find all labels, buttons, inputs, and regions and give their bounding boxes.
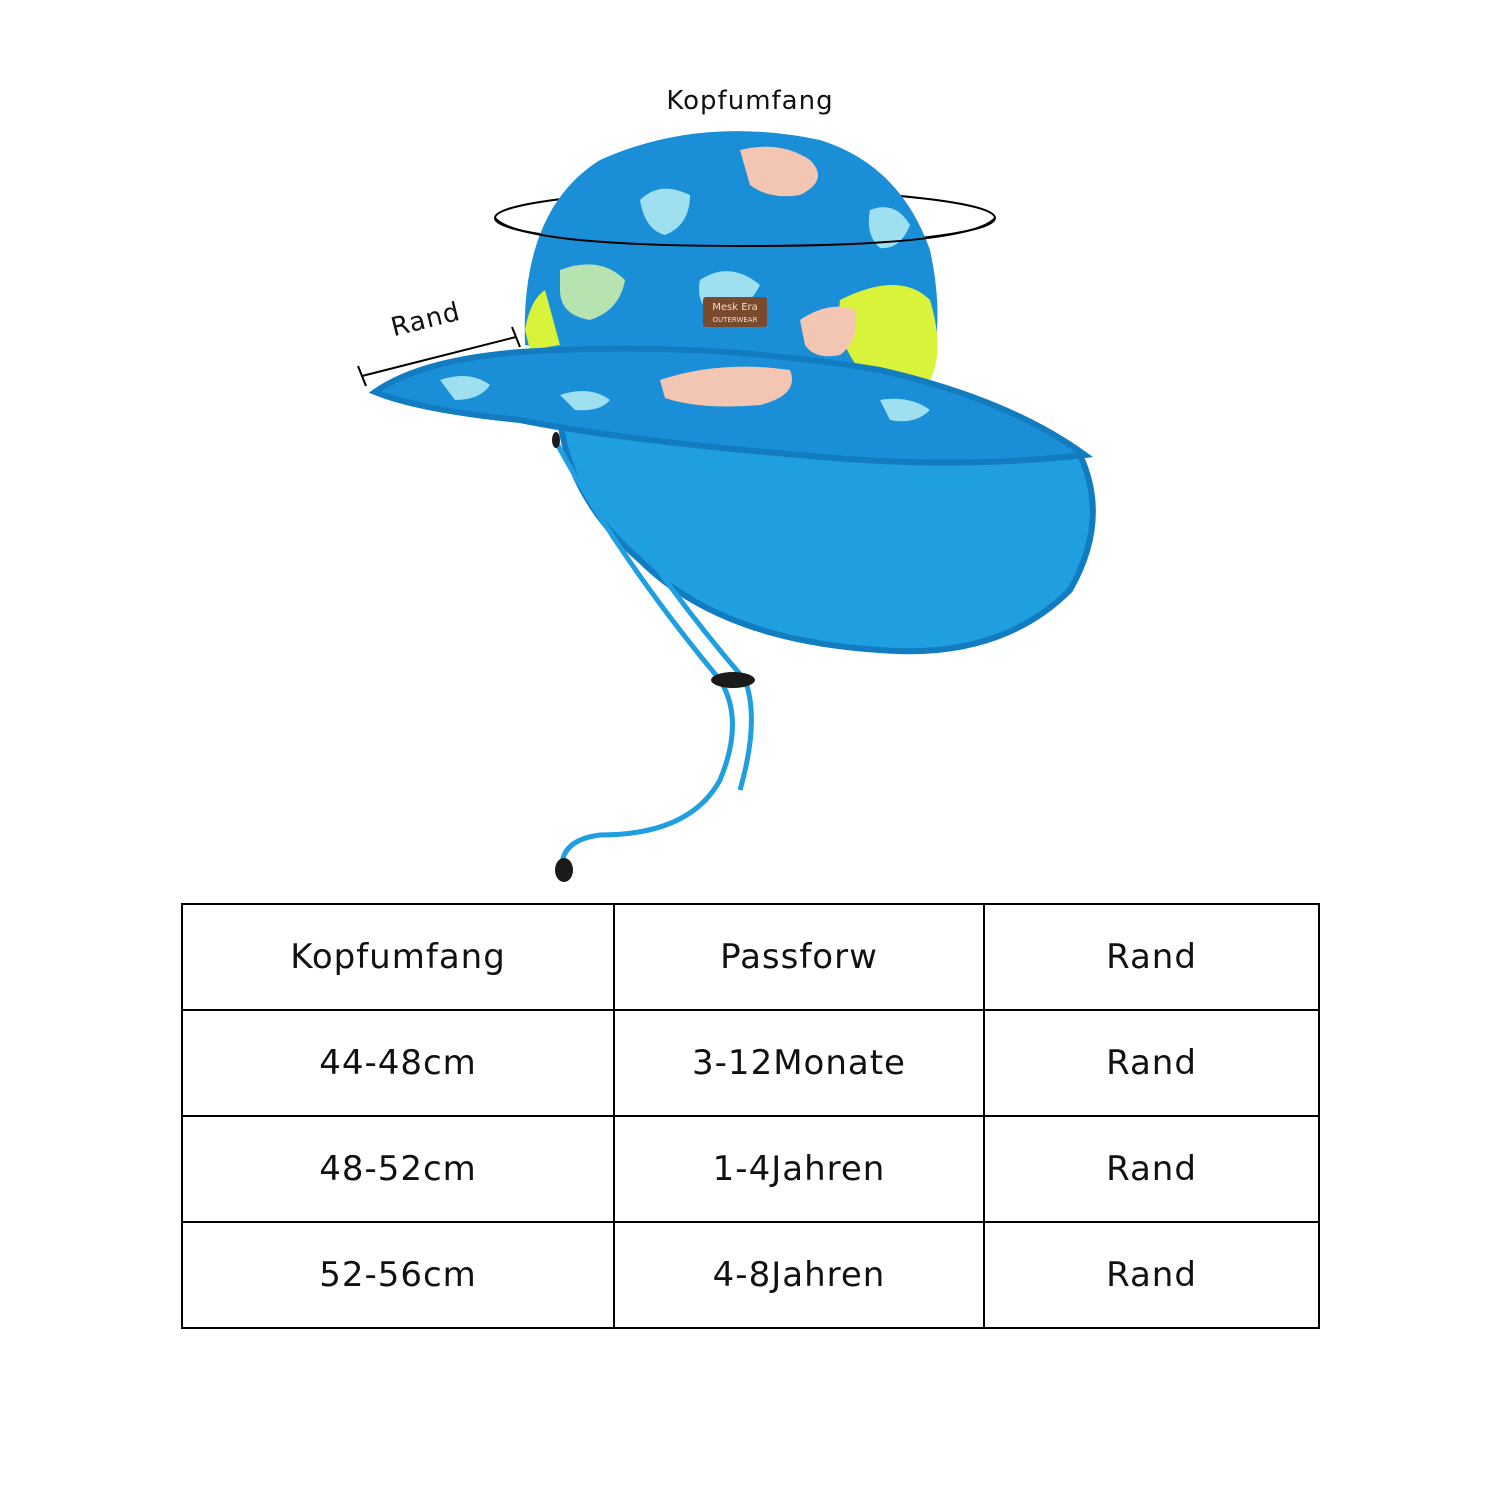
dino-print (560, 264, 625, 320)
size-chart-table: Kopfumfang Passforw Rand 44-48cm 3-12Mon… (181, 903, 1320, 1329)
table-cell: Rand (983, 1009, 1320, 1117)
table-header-row: Kopfumfang Passforw Rand (181, 903, 1320, 1011)
head-circumference-ring-front (494, 217, 996, 248)
strap-toggle (711, 672, 755, 688)
mesh-panel-left (525, 290, 560, 350)
table-cell: Rand (983, 1115, 1320, 1223)
product-illustration: Mesk Era OUTERWEAR Kopfumfang Rand (357, 86, 1096, 882)
table-header-cell: Rand (983, 903, 1320, 1011)
badge-text-line2: OUTERWEAR (713, 316, 758, 324)
brim-measure-tick (357, 365, 367, 387)
table-header-cell: Kopfumfang (181, 903, 615, 1011)
leaf-print (440, 376, 490, 400)
brand-badge (703, 297, 767, 327)
table-header-cell: Passforw (613, 903, 985, 1011)
dino-print (800, 306, 856, 357)
leaf-print (640, 188, 690, 235)
brim-measure-tick (511, 326, 521, 348)
bucket-hat-image: Mesk Era OUTERWEAR (357, 131, 1096, 882)
table-row: 52-56cm 4-8Jahren Rand (181, 1221, 1320, 1329)
table-cell: 1-4Jahren (613, 1115, 985, 1223)
strap-anchor (552, 432, 560, 448)
leaf-print (868, 207, 910, 249)
leaf-print (560, 391, 610, 411)
brim-measure-line (361, 336, 517, 377)
head-circumference-label: Kopfumfang (666, 86, 834, 116)
chin-strap (552, 438, 735, 871)
leaf-print (880, 398, 930, 422)
table-row: 44-48cm 3-12Monate Rand (181, 1009, 1320, 1117)
dino-print (740, 146, 818, 197)
mesh-panel-right (839, 285, 938, 380)
table-cell: 3-12Monate (613, 1009, 985, 1117)
table-cell: 4-8Jahren (613, 1221, 985, 1329)
strap-end-stopper (555, 858, 573, 882)
dino-print (660, 366, 792, 407)
table-cell: 52-56cm (181, 1221, 615, 1329)
table-cell: 44-48cm (181, 1009, 615, 1117)
chin-strap (582, 453, 754, 791)
table-cell: Rand (983, 1221, 1320, 1329)
table-cell: 48-52cm (181, 1115, 615, 1223)
table-row: 48-52cm 1-4Jahren Rand (181, 1115, 1320, 1223)
badge-text-line1: Mesk Era (712, 302, 758, 313)
